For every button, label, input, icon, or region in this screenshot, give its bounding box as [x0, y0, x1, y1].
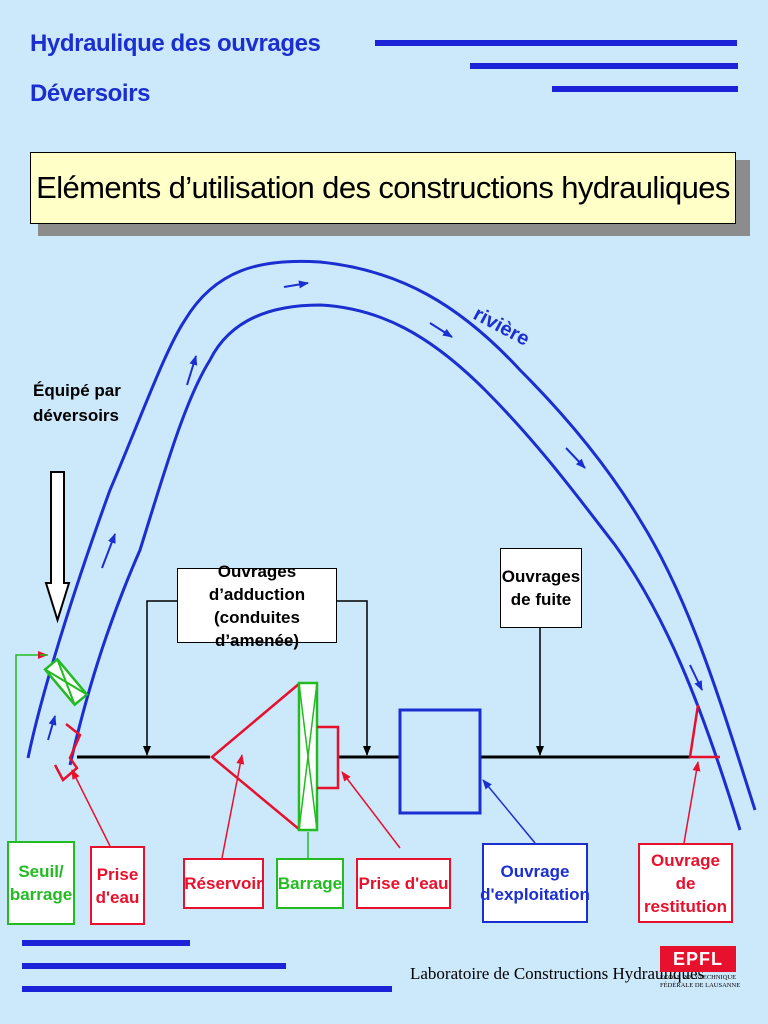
down-arrow-icon — [44, 471, 71, 624]
river-bank-outer — [26, 259, 757, 811]
label-prise1-line1: Prise — [96, 864, 139, 884]
river-bank-inner — [68, 303, 742, 831]
restitution-pointer — [683, 761, 701, 844]
prise2-pointer — [341, 771, 401, 849]
label-seuil-barrage: Seuil/ barrage — [7, 841, 75, 925]
header-title-line2: Déversoirs — [30, 80, 151, 107]
power-plant-shape — [398, 708, 482, 815]
epfl-logo-sub1: ÉCOLE POLYTECHNIQUE — [660, 974, 737, 981]
intake-2-shape — [317, 725, 340, 790]
flow-arrow — [101, 533, 116, 569]
label-prise-eau-2: Prise d'eau — [356, 858, 451, 909]
flow-arrow — [283, 280, 309, 289]
label-ouvrage-exploitation: Ouvrage d'exploitation — [480, 843, 590, 923]
label-prise1-line2: d'eau — [95, 887, 140, 907]
seuil-pointer — [15, 651, 48, 841]
river-label: rivière — [470, 303, 533, 351]
label-restitution-line2: restitution — [643, 896, 728, 916]
footer-lab-name: Laboratoire de Constructions Hydraulique… — [410, 964, 705, 983]
label-restitution-line1: Ouvrage de — [651, 850, 720, 893]
reservoir-shape — [210, 682, 301, 831]
flow-arrow — [689, 664, 703, 691]
adduction-label: Ouvrages d’adduction (conduites d’amenée… — [177, 562, 337, 650]
flow-arrow — [565, 447, 586, 469]
label-barrage: Barrage — [276, 858, 344, 909]
label-exploitation-line2: d'exploitation — [480, 885, 590, 904]
slide-title: Eléments d’utilisation des constructions… — [30, 152, 736, 224]
adduction-pointer-right — [337, 600, 371, 756]
flow-arrow — [47, 715, 57, 741]
label-seuil-line1: Seuil/ — [18, 862, 64, 881]
adduction-label-line1: Ouvrages d’adduction — [208, 561, 306, 604]
fuite-label-line1: Ouvrages — [501, 567, 581, 586]
decor-bar-top-3 — [552, 86, 738, 92]
adduction-label-line2: (conduites d’amenée) — [214, 607, 300, 650]
reservoir-pointer — [221, 754, 245, 859]
label-seuil-line2: barrage — [9, 885, 73, 904]
equipped-label-line1: Équipé par — [33, 381, 121, 400]
label-prise-eau-1: Prise d'eau — [90, 846, 145, 925]
decor-bar-bottom-3 — [22, 986, 392, 992]
fuite-label-line2: de fuite — [510, 590, 572, 609]
label-reservoir: Réservoir — [183, 858, 264, 909]
label-ouvrage-restitution: Ouvrage de restitution — [638, 843, 733, 923]
adduction-pointer-left — [143, 600, 177, 756]
intake-1-shape — [53, 723, 82, 782]
fuite-label: Ouvrages de fuite — [500, 548, 582, 628]
decor-bar-bottom-2 — [22, 963, 286, 969]
flow-arrow — [429, 322, 453, 338]
decor-bar-bottom-1 — [22, 940, 190, 946]
flow-arrow — [186, 355, 198, 386]
header-title-line1: Hydraulique des ouvrages — [30, 30, 321, 57]
epfl-logo-mark: EPFL — [660, 946, 736, 972]
restitution-shape — [688, 704, 720, 759]
label-exploitation-line1: Ouvrage — [500, 862, 570, 881]
decor-bar-top-1 — [375, 40, 737, 46]
exploitation-pointer — [482, 779, 536, 844]
epfl-logo: EPFL ÉCOLE POLYTECHNIQUE FÉDÉRALE DE LAU… — [660, 946, 740, 1016]
equipped-label-line2: déversoirs — [33, 406, 119, 425]
prise1-pointer — [71, 769, 111, 847]
equipped-label: Équipé par déversoirs — [33, 378, 121, 428]
epfl-logo-sub2: FÉDÉRALE DE LAUSANNE — [660, 982, 741, 989]
decor-bar-top-2 — [470, 63, 738, 69]
